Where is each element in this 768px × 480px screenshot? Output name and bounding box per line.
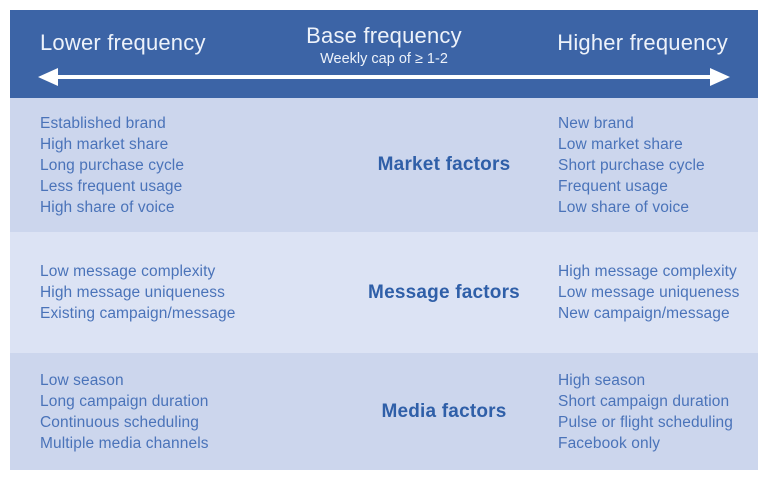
message-factors-title: Message factors (368, 281, 520, 303)
infographic-board: Lower frequency Base frequency Weekly ca… (10, 10, 758, 470)
factor-item: High season (558, 371, 646, 389)
factor-item: Continuous scheduling (40, 413, 199, 431)
message-title-column: Message factors (330, 282, 558, 304)
arrow-line (58, 75, 710, 79)
factor-item: Short campaign duration (558, 392, 730, 410)
base-frequency-block: Base frequency Weekly cap of ≥ 1-2 (306, 23, 462, 67)
factor-item: Facebook only (558, 434, 661, 452)
factor-item: High message complexity (558, 263, 737, 280)
factor-item: Low season (40, 371, 124, 389)
factor-item: High message uniqueness (40, 284, 225, 301)
factor-item: Long campaign duration (40, 392, 209, 410)
factor-item: Low share of voice (558, 198, 690, 216)
factor-item: Pulse or flight scheduling (558, 413, 733, 431)
factor-item: Existing campaign/message (40, 305, 236, 322)
factor-item: Low message complexity (40, 263, 216, 280)
base-frequency-label: Base frequency (306, 23, 462, 48)
factor-item: Frequent usage (558, 177, 668, 195)
factor-item: Short purchase cycle (558, 156, 705, 174)
frequency-spectrum-header: Lower frequency Base frequency Weekly ca… (10, 10, 758, 98)
factor-item: High market share (40, 135, 169, 153)
factor-item: Low market share (558, 135, 683, 153)
right-arrowhead-icon (710, 68, 730, 86)
factor-item: Established brand (40, 114, 166, 132)
market-factors-title: Market factors (377, 154, 511, 175)
higher-frequency-label: Higher frequency (557, 30, 728, 55)
factor-item: Less frequent usage (40, 177, 183, 195)
media-factors-title: Media factors (381, 400, 507, 422)
lower-frequency-label: Lower frequency (40, 30, 206, 55)
market-title-column: Market factors (330, 154, 558, 176)
factor-item: New campaign/message (558, 305, 730, 322)
factor-item: Multiple media channels (40, 434, 209, 452)
weekly-cap-sublabel: Weekly cap of ≥ 1-2 (320, 51, 448, 67)
factor-item: High share of voice (40, 198, 175, 216)
factor-item: New brand (558, 114, 634, 132)
double-headed-arrow-icon (38, 68, 730, 86)
factor-item: Low message uniqueness (558, 284, 740, 301)
left-arrowhead-icon (38, 68, 58, 86)
factor-item: Long purchase cycle (40, 156, 185, 174)
media-title-column: Media factors (330, 401, 558, 423)
